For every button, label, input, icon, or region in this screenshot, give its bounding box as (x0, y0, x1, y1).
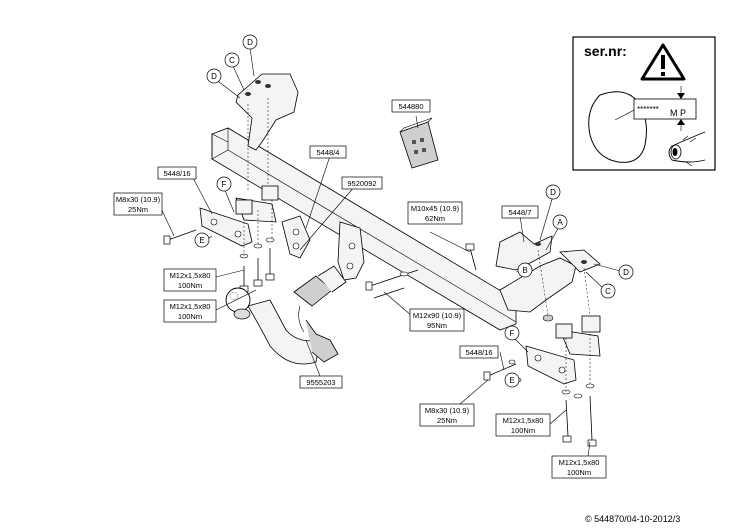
label-5448-7: 5448/7 (501, 205, 539, 219)
svg-text:B: B (522, 266, 527, 275)
letter-f-left: F (216, 176, 232, 192)
svg-text:M12x1,5x80: M12x1,5x80 (503, 416, 544, 425)
label-9555203: 9555203 (299, 375, 343, 389)
svg-text:M8x30 (10.9): M8x30 (10.9) (116, 195, 161, 204)
svg-text:F: F (222, 180, 227, 189)
label-544880: 544880 (391, 99, 431, 113)
left-side-plate (199, 185, 279, 247)
svg-text:100Nm: 100Nm (511, 426, 535, 435)
svg-text:E: E (199, 236, 204, 245)
svg-text:62Nm: 62Nm (425, 214, 445, 223)
svg-text:9555203: 9555203 (306, 378, 335, 387)
main-cross-bar (211, 127, 517, 331)
svg-text:D: D (623, 268, 629, 277)
right-side-plate (525, 314, 601, 385)
label-m10x45: M10x45 (10.9) 62Nm (407, 201, 463, 225)
serial-mp: M P (670, 108, 686, 118)
label-m12x1-5x80-left-1: M12x1,5x80 100Nm (163, 268, 217, 292)
tow-ball-assembly (225, 287, 321, 365)
socket-and-cable (293, 265, 347, 363)
letter-e-right: E (504, 372, 520, 388)
serial-number-panel: ser.nr: ******* M P (572, 36, 716, 171)
label-5448-4: 5448/4 (309, 145, 347, 159)
letter-a-right: A (552, 214, 568, 230)
label-m12x1-5x80-right-1: M12x1,5x80 100Nm (495, 413, 551, 437)
svg-text:100Nm: 100Nm (567, 468, 591, 477)
svg-text:5448/16: 5448/16 (163, 169, 190, 178)
svg-text:M12x1,5x80: M12x1,5x80 (170, 302, 211, 311)
letter-d-left: D (206, 68, 222, 84)
serial-title: ser.nr: (584, 43, 627, 59)
svg-text:C: C (605, 287, 611, 296)
svg-text:M12x90 (10.9): M12x90 (10.9) (413, 311, 462, 320)
label-5448-16-right: 5448/16 (459, 345, 499, 359)
svg-text:25Nm: 25Nm (437, 416, 457, 425)
label-m12x1-5x80-left-2: M12x1,5x80 100Nm (163, 299, 217, 323)
letter-b-right: B (517, 262, 533, 278)
eye-icon (668, 131, 706, 167)
label-m8x30-right: M8x30 (10.9) 25Nm (419, 403, 475, 427)
letter-d-right: D (618, 264, 634, 280)
letter-c-right: C (600, 283, 616, 299)
svg-text:5448/16: 5448/16 (465, 348, 492, 357)
svg-text:M10x45 (10.9): M10x45 (10.9) (411, 204, 460, 213)
svg-text:D: D (211, 72, 217, 81)
letter-callouts: D C D F E D A B (194, 34, 634, 388)
svg-text:544880: 544880 (398, 102, 423, 111)
svg-text:E: E (509, 376, 514, 385)
label-callouts: 5448/16 M8x30 (10.9) 25Nm 5448/4 9520092… (113, 99, 607, 479)
label-5448-16-left: 5448/16 (157, 166, 197, 180)
letter-e-left: E (194, 232, 210, 248)
right-upper-bracket (495, 231, 601, 313)
svg-text:F: F (510, 329, 515, 338)
svg-text:100Nm: 100Nm (178, 312, 202, 321)
center-bolts (365, 243, 477, 299)
serial-stars: ******* (637, 105, 659, 114)
svg-text:C: C (229, 56, 235, 65)
svg-text:95Nm: 95Nm (427, 321, 447, 330)
copyright-notice: © 544870/04-10-2012/3 (585, 514, 681, 524)
svg-text:5448/7: 5448/7 (509, 208, 532, 217)
svg-text:25Nm: 25Nm (128, 205, 148, 214)
warning-icon (640, 43, 686, 81)
label-9520092: 9520092 (341, 176, 383, 190)
svg-text:D: D (247, 38, 253, 47)
letter-d-right-top: D (545, 184, 561, 200)
electrical-module (399, 117, 439, 169)
svg-text:M12x1,5x80: M12x1,5x80 (170, 271, 211, 280)
serial-plate-illustration: ******* M P (588, 86, 697, 163)
center-mounting-brackets (281, 215, 365, 281)
assembly-lines (243, 98, 591, 392)
letter-c-top: C (224, 52, 240, 68)
svg-text:A: A (557, 218, 563, 227)
label-m8x30-left: M8x30 (10.9) 25Nm (113, 192, 163, 216)
svg-text:D: D (550, 188, 556, 197)
svg-text:M12x1,5x80: M12x1,5x80 (559, 458, 600, 467)
left-top-bracket (235, 73, 299, 151)
svg-text:9520092: 9520092 (347, 179, 376, 188)
svg-text:5448/4: 5448/4 (317, 148, 340, 157)
svg-text:M8x30 (10.9): M8x30 (10.9) (425, 406, 470, 415)
letter-f-right: F (504, 325, 520, 341)
label-m12x1-5x80-right-2: M12x1,5x80 100Nm (551, 455, 607, 479)
label-m12x90: M12x90 (10.9) 95Nm (409, 308, 465, 332)
svg-text:100Nm: 100Nm (178, 281, 202, 290)
letter-d-top: D (242, 34, 258, 50)
